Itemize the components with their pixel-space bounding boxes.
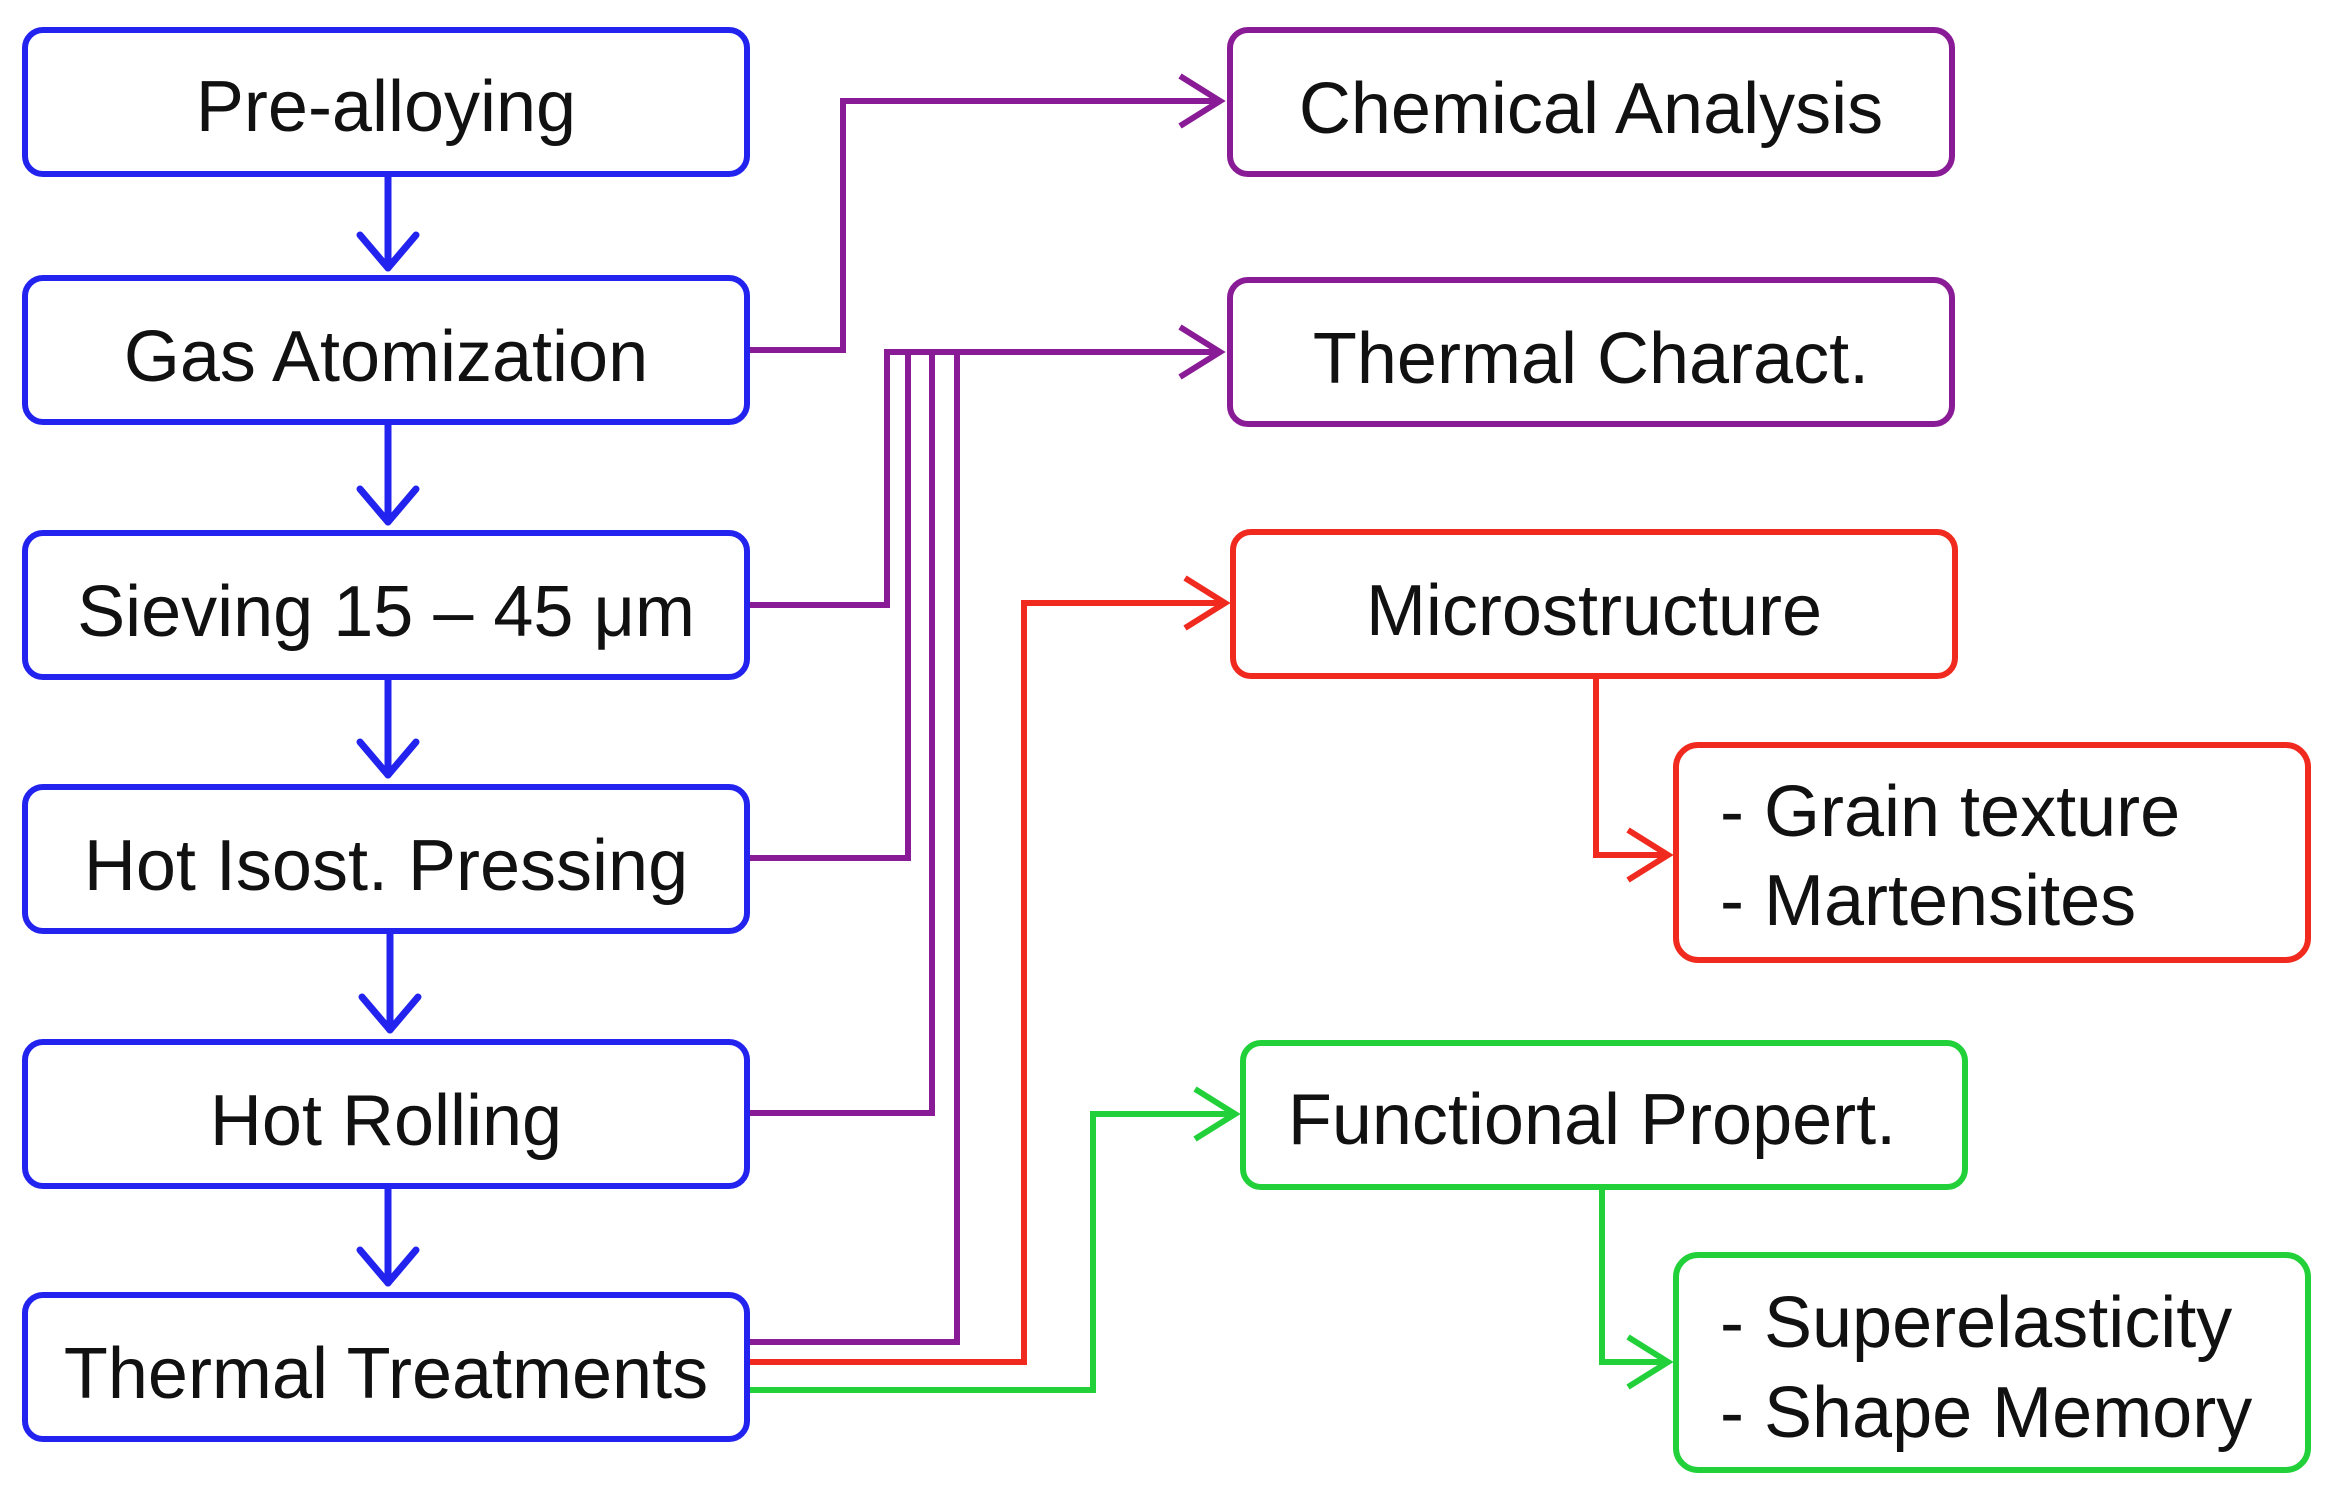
arrowhead-chemical <box>1178 73 1226 129</box>
characterization-box-microstructure: Microstructure <box>1230 529 1958 679</box>
microstructure-label: Microstructure <box>1366 571 1822 651</box>
process-label-hot-isost-pressing: Hot Isost. Pressing <box>84 826 688 906</box>
process-box-hot-isost-pressing: Hot Isost. Pressing <box>22 784 750 934</box>
arrowhead-thermal-charact <box>1178 324 1226 380</box>
microstructure-details-box: - Grain texture - Martensites <box>1673 742 2311 963</box>
arrow-atomization-to-sieving <box>356 421 420 526</box>
green-connectors <box>748 1086 1674 1393</box>
process-box-prealloying: Pre-alloying <box>22 27 750 177</box>
characterization-box-functional-propert: Functional Propert. <box>1240 1040 1968 1190</box>
functional-detail-shape-memory: - Shape Memory <box>1720 1373 2252 1453</box>
thermal-charact-label: Thermal Charact. <box>1313 319 1869 399</box>
red-connectors <box>748 575 1674 1365</box>
microstructure-detail-martensites: - Martensites <box>1720 861 2136 941</box>
process-label-prealloying: Pre-alloying <box>196 67 576 147</box>
process-label-sieving: Sieving 15 – 45 μm <box>77 572 695 652</box>
chemical-analysis-label: Chemical Analysis <box>1299 69 1883 149</box>
functional-detail-superelasticity: - Superelasticity <box>1720 1283 2232 1363</box>
arrowhead-functional <box>1193 1086 1241 1142</box>
process-label-hot-rolling: Hot Rolling <box>210 1081 562 1161</box>
characterization-box-chemical-analysis: Chemical Analysis <box>1227 27 1955 177</box>
process-steps: Pre-alloying Gas Atomization Sieving 15 … <box>22 27 750 1442</box>
arrow-hip-to-rolling <box>358 928 422 1034</box>
line-microstructure-to-details <box>1593 678 1668 858</box>
arrowhead-microstructure <box>1183 575 1231 631</box>
line-hip-to-thermal-charact <box>748 352 911 861</box>
arrowhead-microstructure-details <box>1626 827 1674 883</box>
process-box-hot-rolling: Hot Rolling <box>22 1039 750 1189</box>
microstructure-detail-grain-texture: - Grain texture <box>1720 772 2180 852</box>
line-atomization-to-chemical <box>748 98 1220 353</box>
line-treatments-to-microstructure <box>748 600 1225 1365</box>
arrow-sieving-to-hip <box>356 674 420 779</box>
purple-connectors <box>748 73 1226 1345</box>
arrow-prealloy-to-atomization <box>356 171 420 272</box>
line-rolling-to-thermal-charact <box>748 352 935 1116</box>
line-treatments-to-functional <box>748 1111 1235 1393</box>
functional-propert-label: Functional Propert. <box>1288 1080 1896 1160</box>
characterization-box-thermal-charact: Thermal Charact. <box>1227 277 1955 427</box>
functional-details-box: - Superelasticity - Shape Memory <box>1673 1252 2311 1473</box>
process-box-gas-atomization: Gas Atomization <box>22 275 750 425</box>
line-treatments-to-thermal-charact <box>748 352 960 1345</box>
process-box-thermal-treatments: Thermal Treatments <box>22 1292 750 1442</box>
arrow-rolling-to-thermal <box>356 1183 420 1287</box>
process-label-gas-atomization: Gas Atomization <box>124 317 648 397</box>
process-label-thermal-treatments: Thermal Treatments <box>64 1334 708 1414</box>
process-arrows <box>356 171 422 1287</box>
line-functional-to-details <box>1599 1188 1668 1365</box>
arrowhead-functional-details <box>1626 1334 1674 1390</box>
line-sieving-to-thermal-charact <box>748 349 1220 608</box>
process-box-sieving: Sieving 15 – 45 μm <box>22 530 750 680</box>
